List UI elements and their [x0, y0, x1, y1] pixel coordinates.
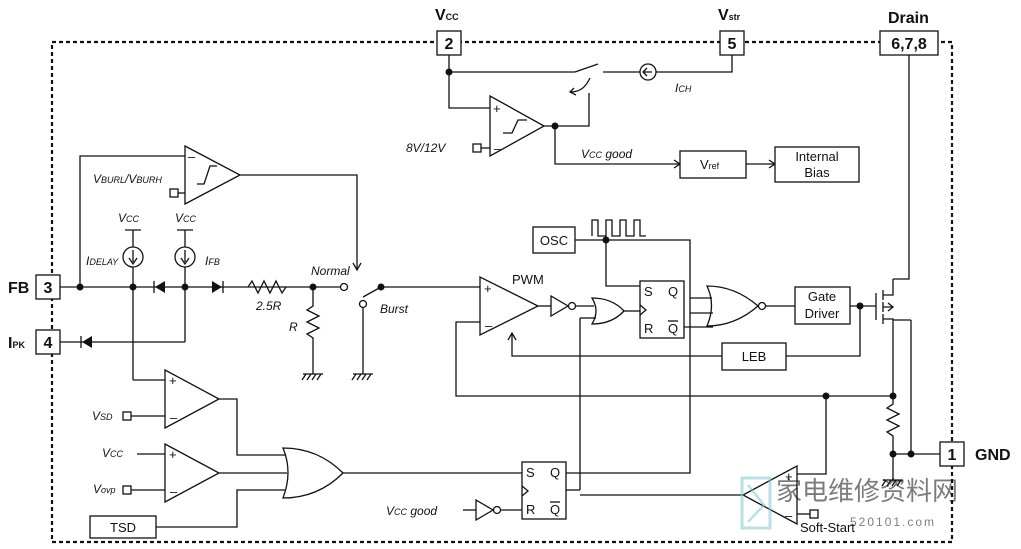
svg-text:S: S: [644, 284, 653, 299]
pwm-latch: S R Q Q: [639, 280, 685, 339]
svg-text:520101.com: 520101.com: [850, 515, 936, 529]
svg-text:VCC: VCC: [435, 7, 459, 24]
svg-text:Q: Q: [668, 284, 678, 299]
svg-text:+: +: [785, 469, 793, 484]
svg-text:–: –: [485, 318, 493, 333]
svg-text:R: R: [289, 320, 298, 334]
svg-text:LEB: LEB: [742, 349, 767, 364]
svg-text:VBURL/VBURH: VBURL/VBURH: [93, 172, 162, 186]
svg-text:Vstr: Vstr: [718, 7, 741, 24]
svg-text:3: 3: [44, 280, 53, 297]
svg-text:2.5R: 2.5R: [255, 299, 282, 313]
pin-gnd: 1 GND: [939, 441, 1011, 467]
osc-block: OSC: [532, 226, 576, 254]
svg-text:R: R: [644, 321, 653, 336]
svg-text:Q: Q: [550, 502, 560, 517]
svg-text:Gate: Gate: [808, 289, 836, 304]
svg-text:Driver: Driver: [805, 306, 840, 321]
svg-text:OSC: OSC: [540, 233, 568, 248]
tsd-block: TSD: [89, 515, 157, 539]
svg-text:+: +: [493, 101, 501, 116]
gate-driver-block: Gate Driver: [794, 286, 851, 325]
svg-text:GND: GND: [975, 447, 1011, 464]
ovp-comparator: + –: [164, 442, 221, 504]
svg-text:1: 1: [948, 447, 957, 464]
burst-comparator: –: [184, 144, 242, 206]
svg-text:Q: Q: [550, 465, 560, 480]
svg-text:Soft-Start: Soft-Start: [800, 520, 855, 535]
svg-text:VCC good: VCC good: [581, 147, 632, 161]
svg-text:–: –: [494, 141, 502, 156]
svg-text:VCC: VCC: [118, 211, 140, 225]
pin-vstr: Vstr 5: [718, 7, 745, 56]
svg-text:+: +: [169, 447, 177, 462]
svg-text:VCC: VCC: [175, 211, 197, 225]
leb-block: LEB: [721, 342, 787, 371]
svg-text:2: 2: [445, 36, 454, 53]
svg-text:VCC good: VCC good: [386, 504, 437, 518]
pin-fb: FB 3: [8, 274, 61, 300]
svg-text:PWM: PWM: [512, 272, 544, 287]
svg-text:IDELAY: IDELAY: [86, 254, 119, 268]
svg-text:TSD: TSD: [110, 520, 136, 535]
vref-block: Vref: [679, 150, 747, 179]
svg-text:IFB: IFB: [205, 254, 220, 268]
shutdown-comparator: + –: [164, 368, 221, 430]
watermark: 家电维修资料网 520101.com: [740, 476, 958, 530]
protection-latch: S R Q Q: [521, 461, 567, 520]
power-mosfet: [875, 279, 895, 396]
svg-text:S: S: [526, 465, 535, 480]
svg-text:R: R: [526, 502, 535, 517]
svg-text:–: –: [785, 508, 793, 523]
svg-text:–: –: [170, 484, 178, 499]
svg-text:IPK: IPK: [8, 335, 25, 352]
svg-text:FB: FB: [8, 280, 29, 297]
pin-ipk: IPK 4: [8, 329, 61, 355]
pin-drain: Drain 6,7,8: [879, 10, 939, 56]
svg-text:–: –: [170, 410, 178, 425]
svg-text:家电维修资料网: 家电维修资料网: [776, 476, 958, 506]
svg-text:Q: Q: [668, 321, 678, 336]
pin-vcc: VCC 2: [435, 7, 462, 56]
svg-text:VSD: VSD: [92, 409, 113, 423]
svg-text:8V/12V: 8V/12V: [406, 141, 446, 155]
ich-label: ICH: [675, 81, 692, 95]
svg-text:VCC: VCC: [102, 446, 124, 460]
svg-text:Drain: Drain: [888, 10, 929, 27]
svg-text:+: +: [484, 281, 492, 296]
svg-text:Internal: Internal: [795, 149, 838, 164]
svg-text:+: +: [169, 373, 177, 388]
svg-text:4: 4: [44, 335, 53, 352]
svg-text:Normal: Normal: [311, 264, 350, 278]
uvlo-comparator: + –: [489, 94, 546, 158]
svg-text:Bias: Bias: [804, 165, 830, 180]
internal-bias-block: Internal Bias: [774, 146, 860, 183]
svg-text:6,7,8: 6,7,8: [891, 36, 927, 53]
svg-text:Vref: Vref: [700, 157, 720, 172]
svg-text:–: –: [188, 149, 196, 164]
svg-text:5: 5: [728, 36, 737, 53]
svg-text:Vovp: Vovp: [93, 482, 116, 496]
svg-text:Burst: Burst: [380, 302, 409, 316]
pwm-comparator: + – PWM: [479, 272, 544, 337]
